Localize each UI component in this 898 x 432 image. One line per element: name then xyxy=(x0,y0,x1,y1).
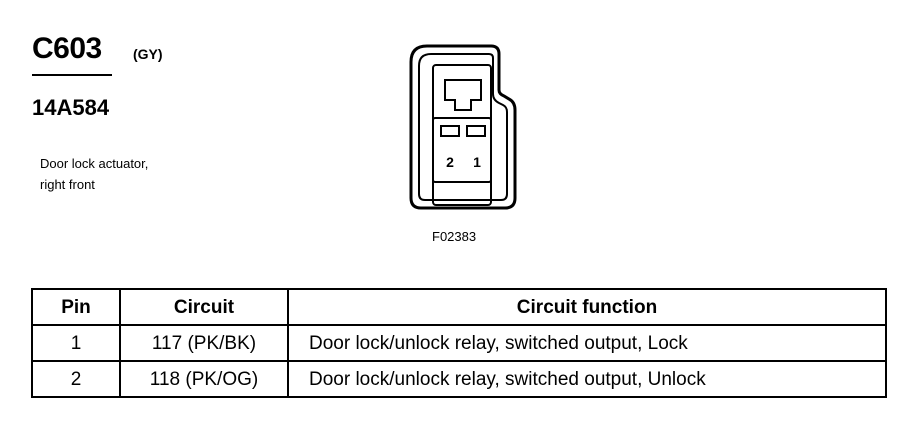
table-row: 1 117 (PK/BK) Door lock/unlock relay, sw… xyxy=(31,324,887,362)
connector-id: C603 xyxy=(32,32,102,65)
connector-latch-tab xyxy=(444,79,482,111)
column-header-pin: Pin xyxy=(31,288,121,326)
table-cell-circuit: 117 (PK/BK) xyxy=(119,324,289,362)
pin-2-label: 2 xyxy=(446,154,454,170)
column-header-circuit-function: Circuit function xyxy=(287,288,887,326)
pin-2-slot xyxy=(440,125,460,137)
column-header-circuit: Circuit xyxy=(119,288,289,326)
table-cell-pin: 2 xyxy=(31,360,121,398)
connector-color-code: (GY) xyxy=(133,46,163,62)
part-number: 14A584 xyxy=(32,95,110,120)
connector-id-underline xyxy=(32,74,112,76)
pin-table: Pin Circuit Circuit function 1 117 (PK/B… xyxy=(31,288,887,398)
connector-description: Door lock actuator, right front xyxy=(40,153,148,195)
pin-1-label: 1 xyxy=(473,154,481,170)
pin-1-slot xyxy=(466,125,486,137)
table-cell-function: Door lock/unlock relay, switched output,… xyxy=(287,324,887,362)
figure-code: F02383 xyxy=(432,229,477,244)
connector-face-diagram: 2 1 xyxy=(409,44,517,210)
table-cell-function: Door lock/unlock relay, switched output,… xyxy=(287,360,887,398)
table-cell-circuit: 118 (PK/OG) xyxy=(119,360,289,398)
description-line-2: right front xyxy=(40,177,95,192)
table-header-row: Pin Circuit Circuit function xyxy=(31,288,887,326)
table-cell-pin: 1 xyxy=(31,324,121,362)
description-line-1: Door lock actuator, xyxy=(40,156,149,171)
table-row: 2 118 (PK/OG) Door lock/unlock relay, sw… xyxy=(31,360,887,398)
connector-inner-shell xyxy=(418,53,508,201)
connector-outer-shell xyxy=(409,44,517,210)
